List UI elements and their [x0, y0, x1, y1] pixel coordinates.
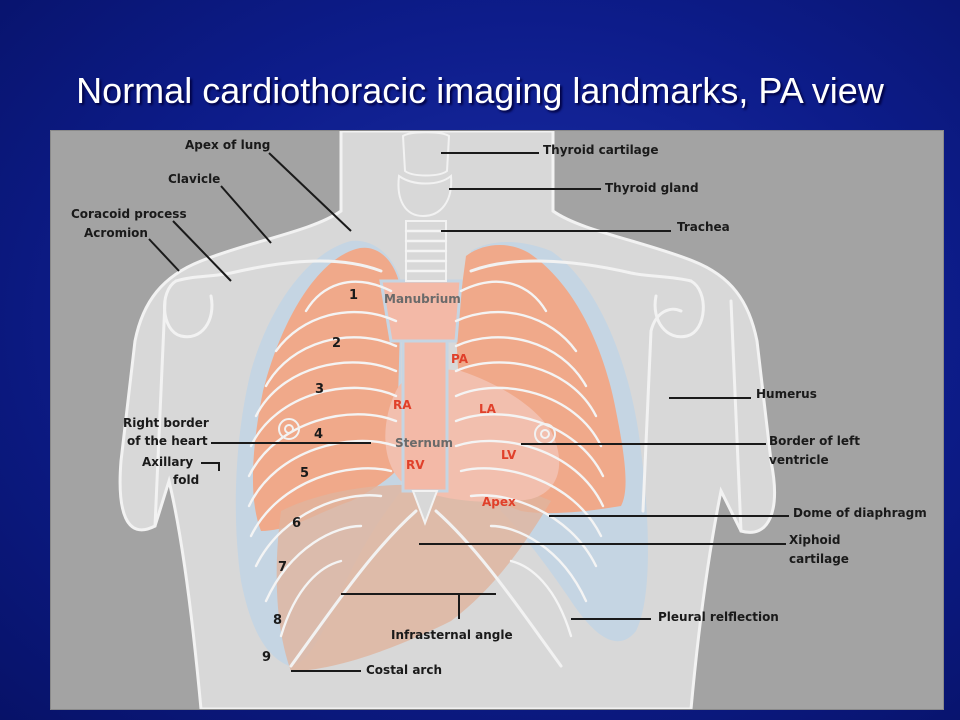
clavicle-right	[174, 259, 383, 283]
label-acromion: Acromion	[84, 226, 148, 240]
label-lv: LV	[501, 448, 517, 462]
rib-label: 8	[273, 613, 282, 628]
label-thyroid-gland: Thyroid gland	[605, 181, 699, 195]
rib-label: 3	[315, 382, 324, 397]
costal-arch-left	[434, 509, 563, 668]
label-apex-of-lung: Apex of lung	[185, 138, 270, 152]
label-thyroid-cartilage: Thyroid cartilage	[543, 143, 659, 157]
sternum	[401, 339, 449, 493]
label-right-border-line1: Right border	[123, 416, 209, 430]
costal-arch-right	[289, 509, 418, 668]
rib-label: 9	[262, 650, 271, 665]
rib-cage-left	[454, 280, 605, 638]
rib-label: 1	[349, 288, 358, 303]
liver-region	[276, 484, 551, 671]
label-axillary-fold-line1: Axillary	[142, 455, 193, 469]
label-xiphoid-line1: Xiphoid	[789, 533, 840, 547]
label-axillary-fold-line2: fold	[173, 473, 199, 487]
label-border-lv-line1: Border of left	[769, 434, 860, 448]
label-clavicle: Clavicle	[168, 172, 220, 186]
label-infrasternal-angle: Infrasternal angle	[391, 628, 513, 642]
label-humerus: Humerus	[756, 387, 817, 401]
label-xiphoid-line2: cartilage	[789, 552, 849, 566]
label-la: LA	[479, 402, 497, 416]
label-rv: RV	[406, 458, 425, 472]
label-sternum: Sternum	[395, 436, 453, 450]
rib-label: 6	[292, 516, 301, 531]
slide-title: Normal cardiothoracic imaging landmarks,…	[76, 70, 884, 111]
chest-illustration: 1 2 3 4 5 6 7 8 9 Apex of lung Clavicle …	[71, 131, 927, 709]
label-dome-of-diaphragm: Dome of diaphragm	[793, 506, 927, 520]
chest-diagram: 1 2 3 4 5 6 7 8 9 Apex of lung Clavicle …	[50, 130, 944, 710]
label-manubrium: Manubrium	[384, 292, 461, 306]
rib-label: 7	[278, 560, 287, 575]
label-trachea: Trachea	[677, 220, 730, 234]
label-ra: RA	[393, 398, 412, 412]
leader-lines	[148, 152, 789, 672]
label-coracoid-process: Coracoid process	[71, 207, 187, 221]
label-pa: PA	[451, 352, 469, 366]
manubrium	[379, 279, 463, 343]
rib-numbers: 1 2 3 4 5 6 7 8 9	[262, 288, 358, 665]
thyroid-gland-shape	[397, 173, 453, 218]
rib-cage-right	[247, 280, 398, 638]
label-border-lv-line2: ventricle	[769, 453, 829, 467]
label-apex: Apex	[482, 495, 516, 509]
rib-label: 4	[314, 427, 323, 442]
clavicle-left	[469, 259, 693, 283]
xiphoid	[411, 490, 439, 526]
label-costal-arch: Costal arch	[366, 663, 442, 677]
thyroid-cartilage-shape	[401, 131, 451, 177]
label-right-border-line2: of the heart	[127, 434, 208, 448]
rib-label: 2	[332, 336, 341, 351]
label-pleural-reflection: Pleural relflection	[658, 610, 779, 624]
rib-label: 5	[300, 466, 309, 481]
